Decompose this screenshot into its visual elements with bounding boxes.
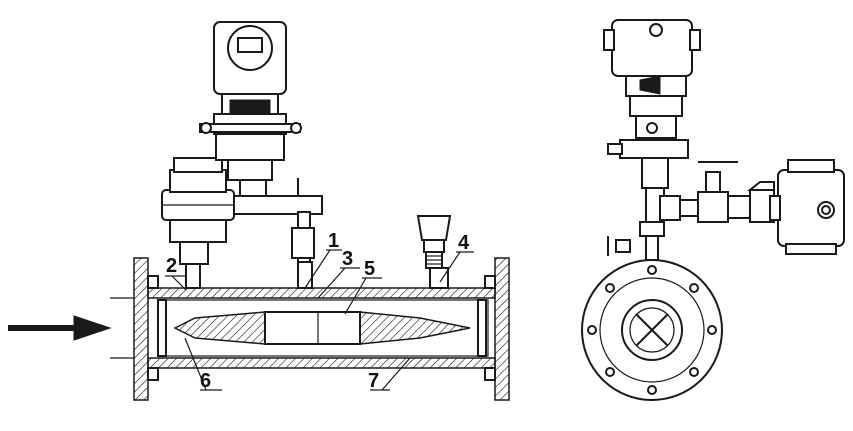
venturi-cone xyxy=(157,299,489,357)
callout-3: 3 xyxy=(342,248,353,270)
thermowell-fitting xyxy=(416,215,452,269)
impulse-lines xyxy=(229,178,323,263)
callout-6: 6 xyxy=(200,370,211,392)
section-view: 1 2 3 4 5 6 7 xyxy=(8,21,510,401)
callout-4: 4 xyxy=(458,232,470,254)
bolt-holes xyxy=(587,265,717,395)
arrow-right-icon xyxy=(8,315,112,341)
callout-7: 7 xyxy=(368,370,379,392)
pressure-taps xyxy=(185,261,449,289)
transmitter-icon xyxy=(161,157,235,265)
end-view-transmitter xyxy=(603,19,701,223)
pipe-body xyxy=(110,257,510,401)
callout-1: 1 xyxy=(328,230,339,252)
valve-icon xyxy=(659,161,775,223)
callout-5: 5 xyxy=(364,258,375,280)
side-transmitter xyxy=(769,159,845,255)
callout-2: 2 xyxy=(166,255,177,277)
main-transmitter xyxy=(199,21,302,181)
end-view xyxy=(581,19,845,401)
callout-leaders xyxy=(165,249,474,391)
